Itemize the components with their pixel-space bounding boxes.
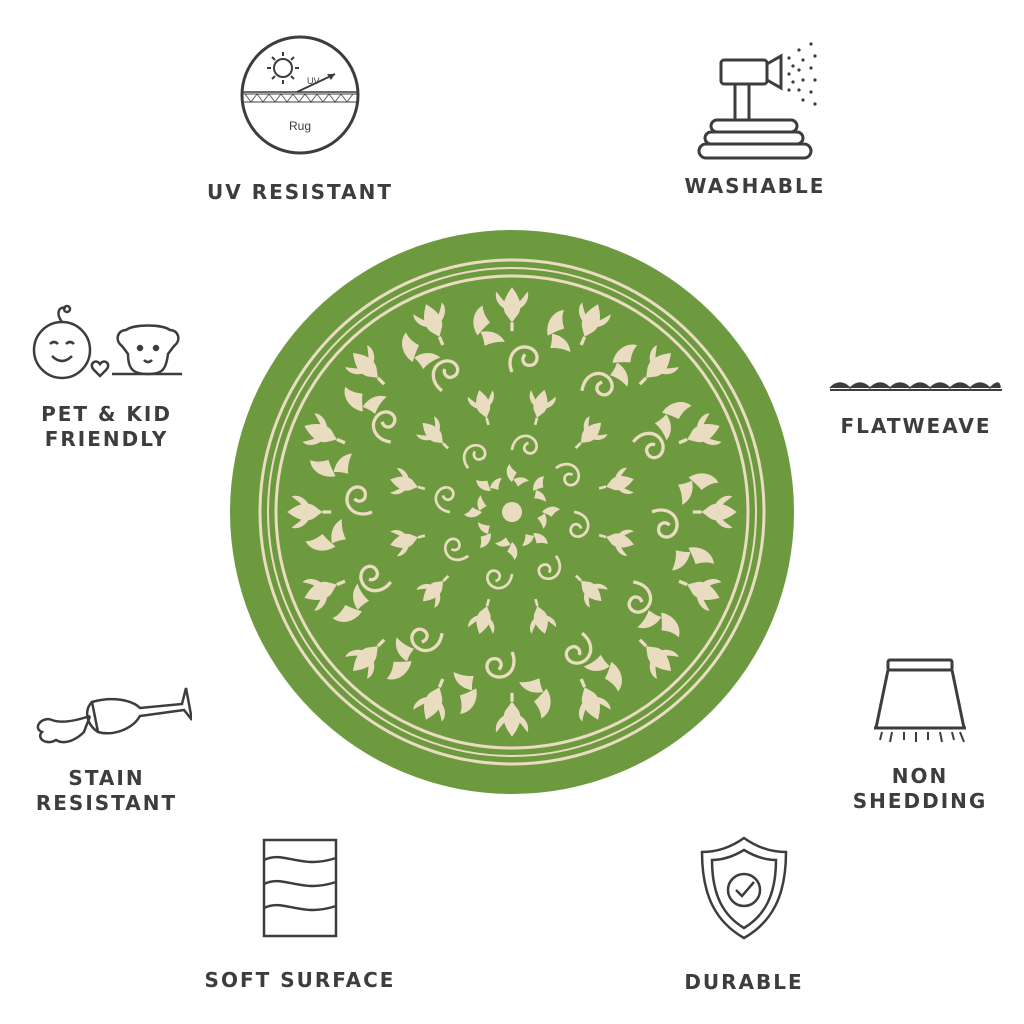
feature-label-line1: STAIN [68, 766, 145, 790]
shield-check-icon [700, 836, 788, 940]
feature-label-line2: FRIENDLY [44, 427, 169, 451]
feature-uv-resistant: UV Rug UV RESISTANT [180, 30, 420, 205]
rug-image [230, 230, 794, 794]
feature-label: WASHABLE [684, 174, 826, 198]
uv-icon-text: UV [307, 76, 320, 86]
feature-pet-kid-friendly: PET & KID FRIENDLY [14, 300, 199, 452]
sun-uv-icon: UV Rug [240, 35, 360, 155]
baby-dog-icon [32, 304, 182, 380]
spilled-glass-icon [36, 687, 192, 744]
waves-icon [262, 838, 338, 938]
rug-icon-text: Rug [289, 119, 311, 133]
feature-label-line1: PET & KID [41, 402, 172, 426]
feature-durable: DURABLE [632, 834, 856, 995]
feature-label-line2: SHEDDING [852, 789, 988, 813]
feature-label-line1: NON [891, 764, 949, 788]
flatweave-icon [829, 382, 1002, 391]
hose-nozzle-icon [697, 42, 817, 160]
lampshade-icon [874, 658, 966, 743]
feature-washable: WASHABLE [640, 36, 870, 199]
feature-label: DURABLE [684, 970, 804, 994]
feature-label: FLATWEAVE [840, 414, 992, 438]
feature-label: SOFT SURFACE [204, 968, 396, 992]
feature-non-shedding: NON SHEDDING [830, 654, 1010, 814]
feature-soft-surface: SOFT SURFACE [180, 836, 420, 993]
feature-label: UV RESISTANT [207, 180, 393, 204]
feature-label-line2: RESISTANT [35, 791, 178, 815]
feature-flatweave: FLATWEAVE [826, 376, 1006, 439]
feature-stain-resistant: STAIN RESISTANT [14, 680, 199, 816]
